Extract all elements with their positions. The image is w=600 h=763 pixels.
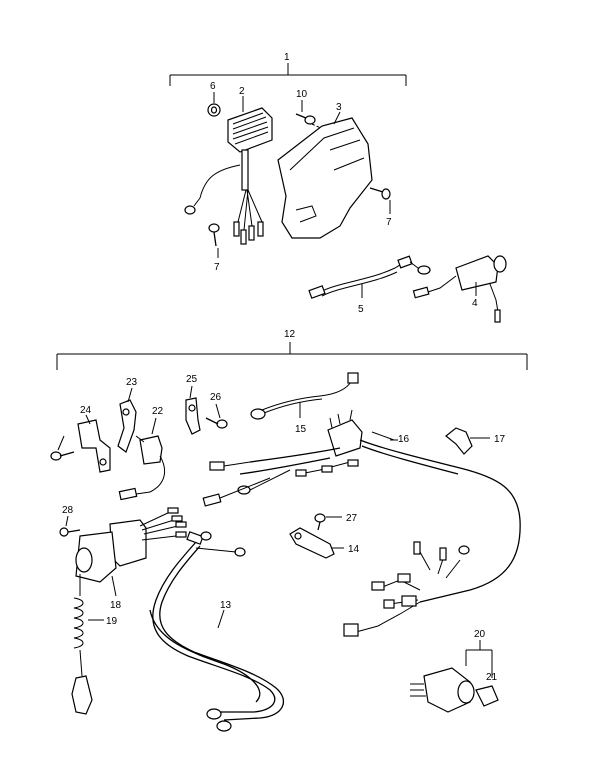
bracket-part-22: [117, 387, 137, 453]
clamp-part-16: [445, 427, 490, 455]
callout-14: 15: [295, 424, 307, 435]
cover-part-3: [277, 111, 373, 239]
callout-21: 22: [152, 406, 164, 417]
bracket-part-13: [289, 527, 344, 559]
screw-part-27: [59, 515, 81, 537]
callout-27: 28: [62, 505, 74, 516]
switch-part-21: [118, 417, 166, 501]
screw-part-10: [295, 100, 326, 131]
key-switch-part-20: [410, 666, 499, 713]
clamp-part-24: [185, 385, 201, 435]
callout-26: 27: [346, 513, 358, 524]
key-switch-bracket-19: [465, 640, 493, 666]
bracket-part-23: [77, 414, 111, 473]
callout-15: 16: [398, 434, 410, 445]
wire-harness-part-15: [202, 409, 521, 603]
callout-2: 2: [239, 86, 245, 97]
callout-23: 24: [80, 405, 92, 416]
callout-22: 23: [126, 377, 138, 388]
callout-13: 14: [348, 544, 360, 555]
screw-part-9: [369, 187, 391, 214]
callout-10: 10: [296, 89, 308, 100]
callout-16: 17: [494, 434, 506, 445]
screw-part-28: [50, 435, 75, 461]
callout-17: 18: [110, 600, 122, 611]
washer-part-6: [207, 92, 221, 117]
screw-part-26: [314, 513, 342, 531]
harness-connectors: [343, 541, 470, 637]
screw-part-7: [208, 223, 220, 258]
callout-25: 26: [210, 392, 222, 403]
callout-12: 13: [220, 600, 232, 611]
callout-6: 6: [210, 81, 216, 92]
lead-wire-part-14: [250, 372, 359, 420]
callout-20: 21: [486, 672, 498, 683]
stop-switch-part-17: [75, 507, 187, 597]
callout-18: 19: [106, 616, 118, 627]
callout-11: 12: [284, 329, 296, 340]
lead-wire-part-5: [308, 255, 431, 299]
lanyard-part-18: [71, 574, 104, 715]
regulator-part-2: [184, 96, 273, 245]
screw-part-25: [205, 403, 228, 429]
callout-9: 7: [386, 217, 392, 228]
group-11-bracket: [56, 342, 528, 370]
callout-4: 4: [472, 298, 478, 309]
callout-3: 3: [336, 102, 342, 113]
callout-24: 25: [186, 374, 198, 385]
wire-harness-part-12: [149, 531, 285, 732]
group-1-bracket: [169, 63, 407, 86]
callout-7: 7: [214, 262, 220, 273]
switch-part-4: [412, 255, 507, 323]
callout-5: 5: [358, 304, 364, 315]
callout-19: 20: [474, 629, 486, 640]
callout-1: 1: [284, 52, 290, 63]
